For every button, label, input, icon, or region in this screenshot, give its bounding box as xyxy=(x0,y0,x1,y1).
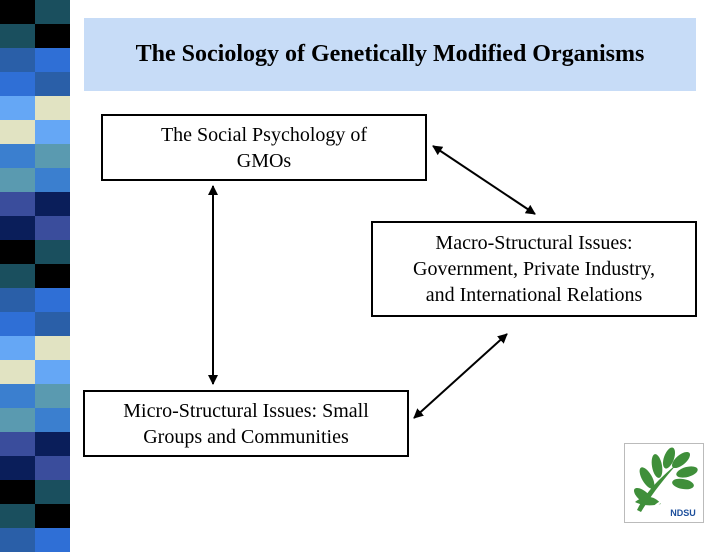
strip-block xyxy=(0,240,35,264)
micro-structural-box: Micro-Structural Issues: Small Groups an… xyxy=(83,390,409,457)
social-psychology-line-1: The Social Psychology of xyxy=(160,123,368,146)
logo-text: NDSU xyxy=(670,508,696,518)
strip-block xyxy=(0,360,35,384)
strip-block xyxy=(0,456,35,480)
strip-block xyxy=(35,288,70,312)
strip-block xyxy=(0,504,35,528)
micro-structural-line-1: Micro-Structural Issues: Small xyxy=(123,399,369,422)
strip-block xyxy=(0,48,35,72)
strip-block xyxy=(0,432,35,456)
strip-block xyxy=(0,216,35,240)
strip-block xyxy=(0,96,35,120)
strip-block xyxy=(0,144,35,168)
strip-block xyxy=(35,312,70,336)
strip-block xyxy=(35,240,70,264)
strip-block xyxy=(35,192,70,216)
strip-block xyxy=(0,264,35,288)
social-psychology-box: The Social Psychology of GMOs xyxy=(101,114,427,181)
strip-block xyxy=(35,24,70,48)
strip-block xyxy=(35,384,70,408)
strip-block xyxy=(35,504,70,528)
social-psychology-line-2: GMOs xyxy=(236,149,292,172)
strip-block xyxy=(35,216,70,240)
strip-block xyxy=(35,360,70,384)
strip-block xyxy=(35,96,70,120)
strip-block xyxy=(35,144,70,168)
strip-block xyxy=(0,192,35,216)
strip-block xyxy=(0,24,35,48)
strip-block xyxy=(35,72,70,96)
strip-block xyxy=(0,480,35,504)
strip-block xyxy=(35,408,70,432)
strip-block xyxy=(35,168,70,192)
micro-structural-line-2: Groups and Communities xyxy=(143,425,349,448)
strip-block xyxy=(35,0,70,24)
strip-block xyxy=(0,288,35,312)
page-title: The Sociology of Genetically Modified Or… xyxy=(135,41,645,67)
strip-block xyxy=(35,480,70,504)
strip-block xyxy=(0,408,35,432)
macro-structural-line-1: Macro-Structural Issues: xyxy=(435,232,633,254)
strip-block xyxy=(0,0,35,24)
strip-block xyxy=(35,432,70,456)
strip-block xyxy=(0,384,35,408)
strip-block xyxy=(35,456,70,480)
strip-block xyxy=(0,336,35,360)
strip-block xyxy=(35,48,70,72)
leaf-logo-icon: NDSU xyxy=(633,447,698,518)
strip-block xyxy=(35,120,70,144)
macro-structural-line-3: and International Relations xyxy=(425,284,643,306)
macro-structural-line-2: Government, Private Industry, xyxy=(413,258,655,280)
macro-structural-box: Macro-Structural Issues: Government, Pri… xyxy=(371,221,697,317)
arrow-macro-to-micro xyxy=(413,333,508,419)
strip-block xyxy=(0,312,35,336)
strip-block xyxy=(35,264,70,288)
strip-block xyxy=(0,120,35,144)
strip-block xyxy=(0,168,35,192)
ndsu-logo: NDSU xyxy=(624,443,704,523)
connector-arrows xyxy=(208,145,536,419)
title-banner: The Sociology of Genetically Modified Or… xyxy=(84,18,696,91)
strip-block xyxy=(0,72,35,96)
strip-block xyxy=(35,336,70,360)
arrow-social-to-macro xyxy=(432,145,536,215)
